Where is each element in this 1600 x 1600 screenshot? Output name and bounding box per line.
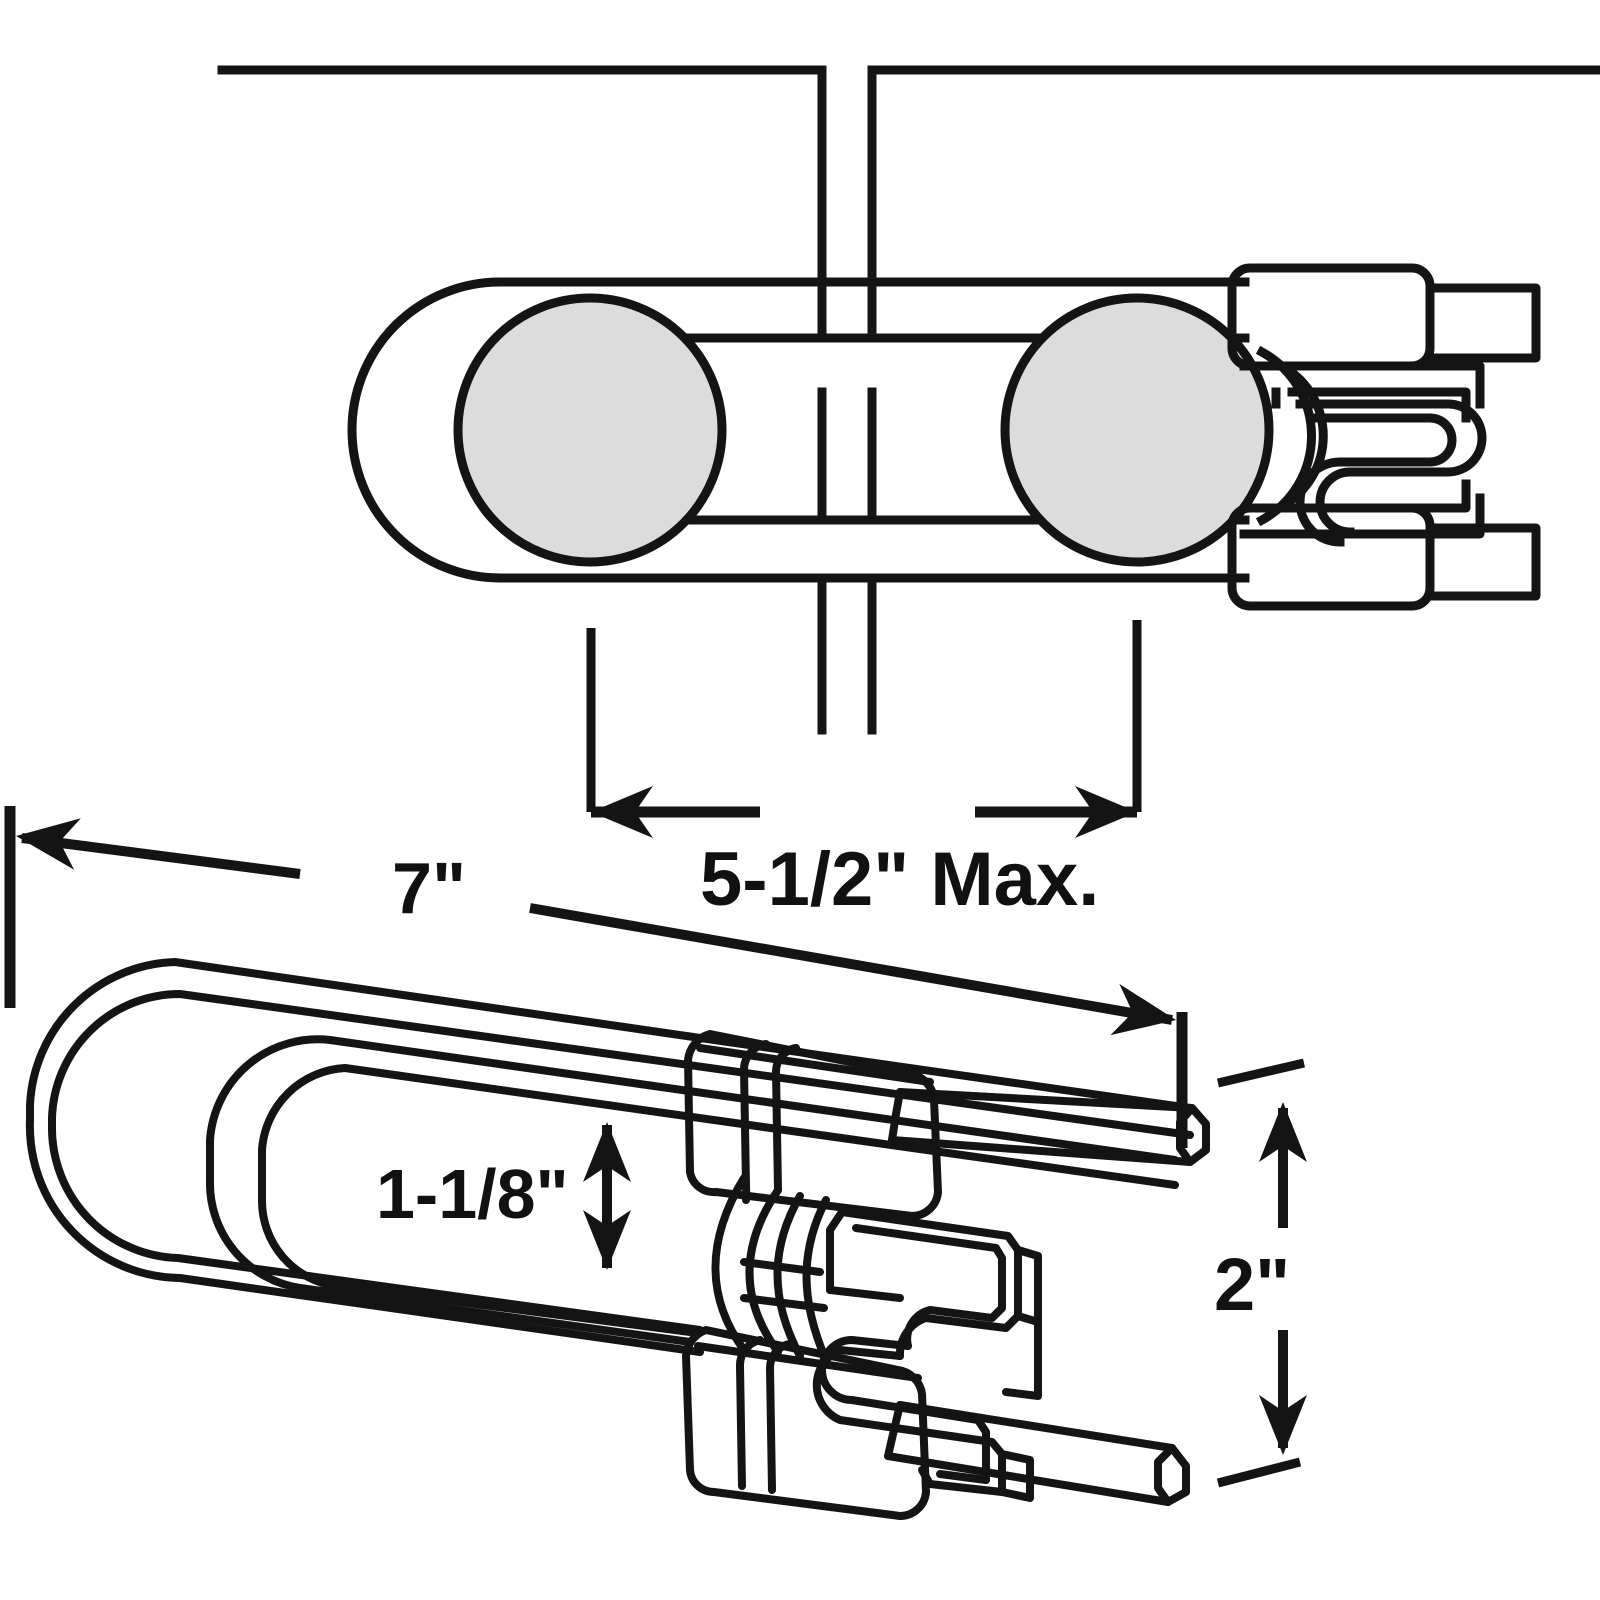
dimension-label-bar-height: 2": [1214, 1243, 1290, 1326]
dimension-label-bar-length: 7": [392, 849, 466, 929]
extension-line-height-top: [1216, 1058, 1306, 1088]
sliding-clamp-web: [711, 1174, 830, 1364]
sliding-clamp-ratchet: [740, 1208, 1042, 1502]
dimension-bar-width: [583, 1122, 631, 1270]
dimension-line-length-left: [21, 833, 301, 879]
dimension-label-knob-spacing: 5-1/2" Max.: [700, 837, 1099, 922]
door-frame-gap: [217, 65, 1600, 735]
extension-line-height-bottom: [1216, 1457, 1302, 1488]
strap-lower-leg: [25, 1116, 704, 1356]
strap-upper-leg: [26, 958, 1194, 1204]
sliding-clamp-upper-collar: [684, 1030, 942, 1221]
door-knob-right: [1000, 293, 1274, 567]
perspective-view: [25, 958, 1210, 1521]
dimension-label-bar-width: 1-1/8": [376, 1155, 569, 1233]
door-knob-left: [453, 293, 727, 567]
sliding-clamp-top-view: [1227, 263, 1541, 611]
top-view: [217, 65, 1600, 735]
dimension-line-length-right: [529, 903, 1173, 1025]
dimension-bar-length: [4, 806, 1188, 1148]
dimension-knob-spacing: [586, 620, 1142, 838]
dimension-bar-height: [1216, 1058, 1307, 1488]
